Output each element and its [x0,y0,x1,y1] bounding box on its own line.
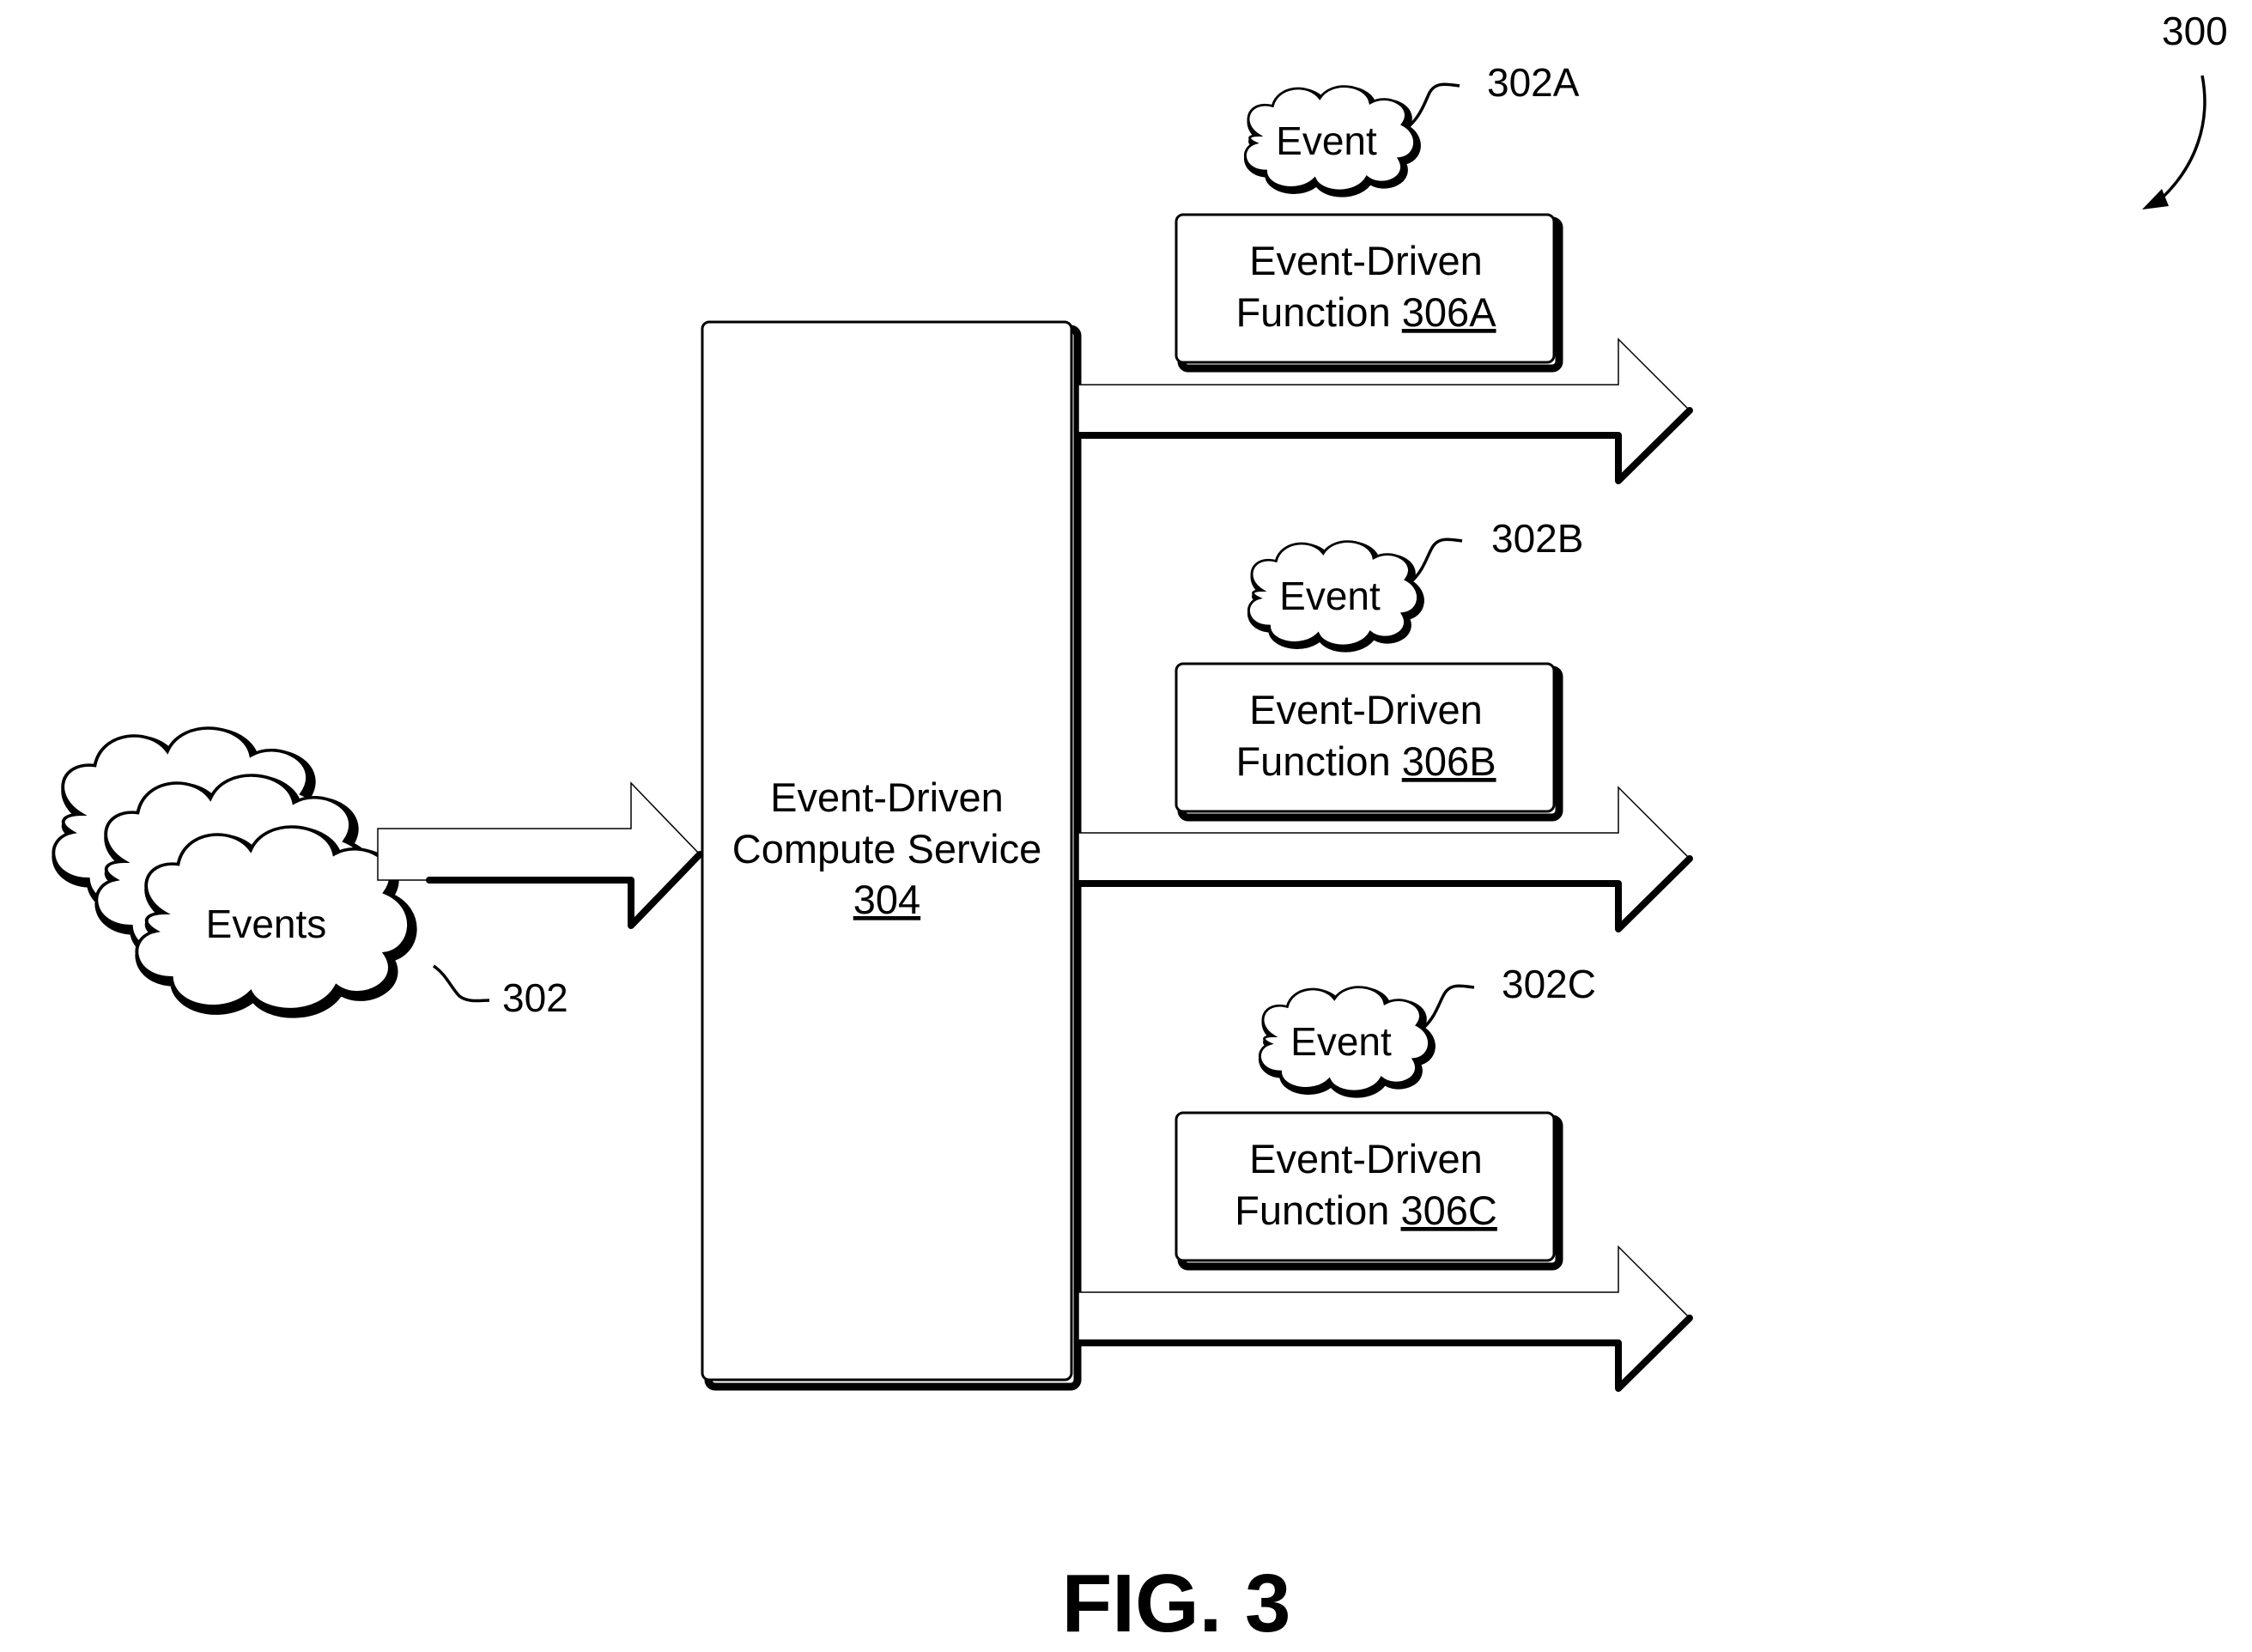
function-title-b: Event-Driven [1249,687,1483,732]
function-ref-b: 306B [1402,738,1496,784]
events-ref: 302 [502,975,568,1020]
function-subtitle-c: Function 306C [1235,1187,1497,1233]
event-ref-c: 302C [1502,962,1596,1006]
function-title-a: Event-Driven [1249,238,1483,283]
event-label-c: Event [1290,1019,1392,1064]
event-leader-a [1408,84,1460,127]
function-ref-a: 306A [1402,289,1496,335]
function-box-b [1176,664,1554,811]
figure-ref: 300 [2162,9,2228,53]
function-group-c: Event 302C Event-Driven Function 306C [1078,962,1690,1388]
function-subtitle-a: Function 306A [1235,289,1496,335]
event-ref-a: 302A [1487,60,1580,105]
events-label: Events [206,902,327,946]
figure-ref-arrowhead [2142,189,2169,210]
event-label-a: Event [1276,118,1377,163]
events-leader-line [434,966,489,1001]
function-word-a: Function [1235,289,1390,335]
function-subtitle-b: Function 306B [1235,738,1496,784]
events-cloud-stack [53,728,412,1013]
function-box-a [1176,215,1554,362]
event-leader-b [1411,539,1462,582]
service-ref: 304 [853,877,920,922]
function-group-b: Event 302B Event-Driven Function 306B [1078,516,1690,929]
event-label-b: Event [1279,574,1381,618]
service-title-line2: Compute Service [732,826,1042,872]
event-leader-c [1423,986,1474,1029]
function-title-c: Event-Driven [1249,1136,1483,1181]
function-box-c [1176,1113,1554,1260]
figure-ref-arrow [2155,76,2205,204]
function-ref-c: 306C [1400,1187,1496,1233]
function-group-a: Event 302A Event-Driven Function 306A [1078,60,1690,481]
function-word-c: Function [1235,1187,1389,1233]
service-title-line1: Event-Driven [770,774,1004,820]
input-arrow [378,783,700,926]
figure-caption: FIG. 3 [1062,1558,1291,1649]
function-word-b: Function [1235,738,1390,784]
event-ref-b: 302B [1491,516,1583,561]
